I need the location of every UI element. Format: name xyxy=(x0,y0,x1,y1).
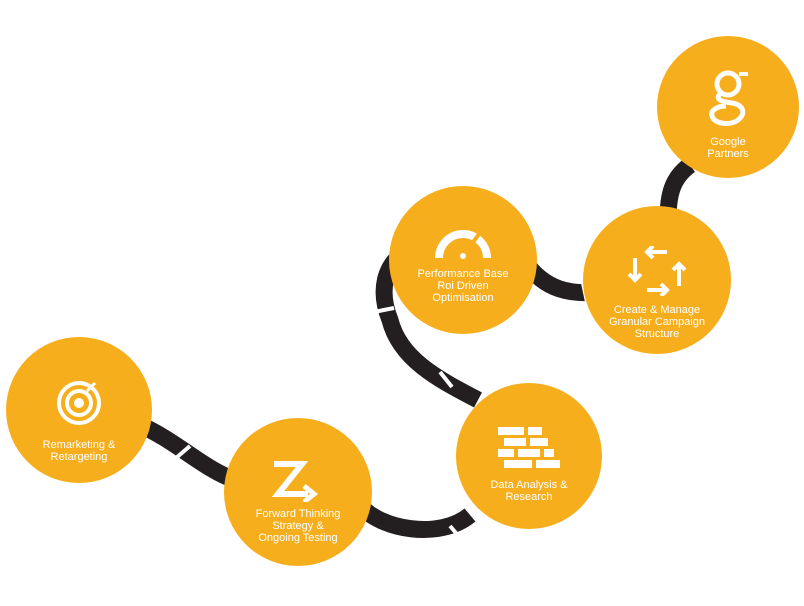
step-campaign: Create & Manage Granular Campaign Struct… xyxy=(583,206,731,354)
path-segment-2 xyxy=(353,499,476,538)
step-label: Data Analysis & Research xyxy=(490,479,568,503)
step-label: Forward Thinking Strategy & Ongoing Test… xyxy=(255,508,341,544)
cycle-arrows-icon xyxy=(627,246,687,296)
step-remarketing: Remarketing & Retargeting xyxy=(6,337,152,483)
step-performance: Performance Base Roi Driven Optimisation xyxy=(389,186,537,334)
z-arrow-icon xyxy=(271,461,319,502)
step-forward-thinking: Forward Thinking Strategy & Ongoing Test… xyxy=(224,418,372,566)
step-label: Remarketing & Retargeting xyxy=(42,439,116,463)
path-segment-1 xyxy=(136,417,239,489)
path-gap xyxy=(448,524,464,542)
step-label: Google Partners xyxy=(707,136,749,160)
step-google-partners: Google Partners xyxy=(657,36,799,178)
path-gap xyxy=(438,370,454,389)
path-gap xyxy=(174,444,192,460)
gauge-icon xyxy=(435,230,491,259)
google-g-icon xyxy=(709,70,748,126)
brick-wall-icon xyxy=(498,427,560,468)
step-data-analysis: Data Analysis & Research xyxy=(456,383,602,529)
target-icon xyxy=(57,381,101,425)
step-label: Create & Manage Granular Campaign Struct… xyxy=(609,304,705,340)
path-gap xyxy=(373,306,395,314)
step-label: Performance Base Roi Driven Optimisation xyxy=(417,268,509,304)
